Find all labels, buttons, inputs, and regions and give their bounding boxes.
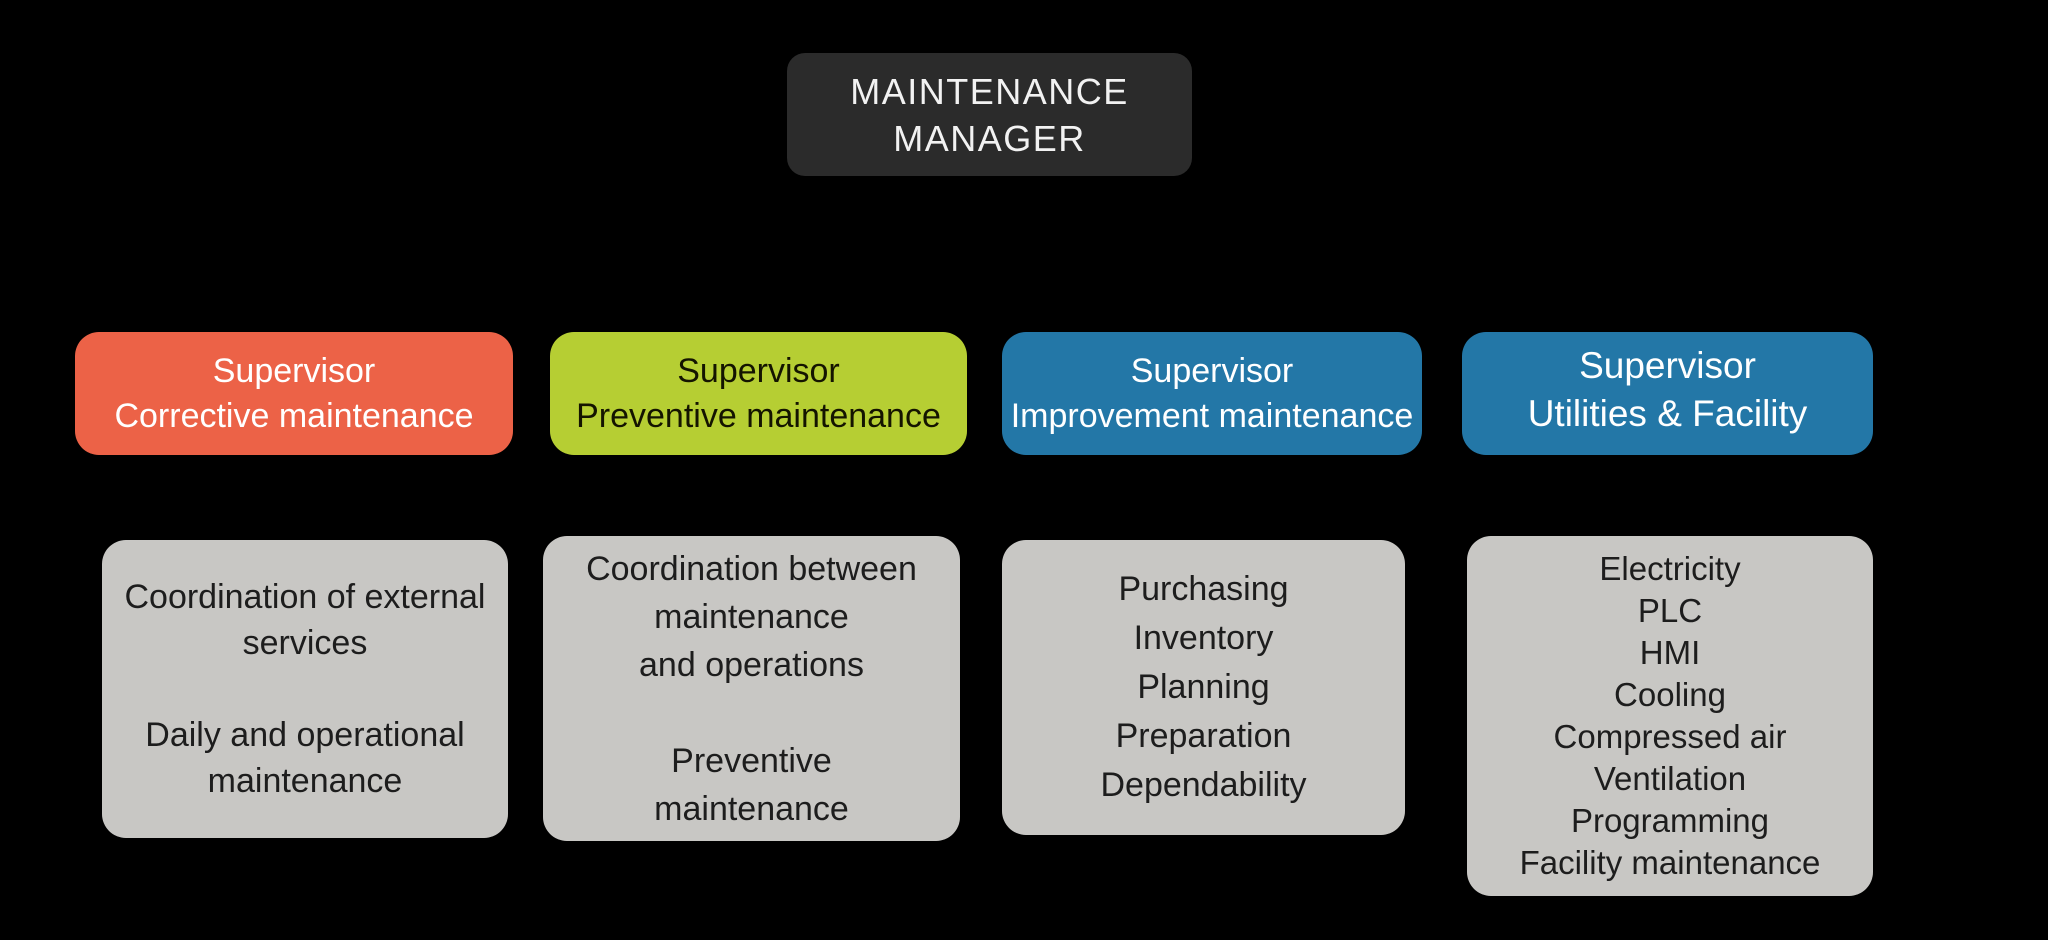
- responsibilities-box-corrective-maintenance: Coordination of external services Daily a…: [102, 540, 508, 838]
- text-line: Daily and operational: [145, 716, 465, 754]
- text-line: Electricity: [1599, 550, 1741, 587]
- text-line: Corrective maintenance: [114, 396, 474, 435]
- text-line: Supervisor: [1579, 344, 1756, 386]
- text-line: HMI: [1639, 634, 1701, 671]
- text-line: maintenance: [207, 762, 403, 800]
- text-line: Inventory: [1133, 619, 1274, 657]
- text-line: Improvement maintenance: [1010, 396, 1414, 435]
- text-line: Dependability: [1100, 766, 1307, 804]
- text-line: Preventive maintenance: [576, 396, 941, 435]
- text-line: services: [242, 624, 368, 662]
- text-line: Programming: [1570, 802, 1770, 839]
- text-line: Preventive: [671, 741, 832, 780]
- text-line: maintenance: [654, 597, 849, 636]
- text-line: MANAGER: [893, 117, 1086, 159]
- text-line: Supervisor: [212, 351, 376, 390]
- manager-box: MAINTENANCE MANAGER: [787, 53, 1192, 176]
- text-line: PLC: [1637, 592, 1703, 629]
- text-line: Coordination of external: [124, 578, 486, 616]
- text-line: Supervisor: [1130, 351, 1294, 390]
- text-line: [300, 666, 309, 712]
- responsibilities-box-preventive-maintenance: Coordination between maintenance and opera…: [543, 536, 960, 841]
- text-line: Ventilation: [1593, 760, 1747, 797]
- text-line: Compressed air: [1553, 718, 1787, 755]
- text-line: MAINTENANCE: [850, 70, 1129, 112]
- text-line: Utilities & Facility: [1527, 392, 1808, 434]
- text-line: and operations: [639, 645, 864, 684]
- text-line: Facility maintenance: [1519, 844, 1821, 881]
- text-line: Supervisor: [677, 351, 840, 390]
- text-line: maintenance: [654, 789, 849, 828]
- text-line: Purchasing: [1118, 570, 1289, 608]
- text-line: Preparation: [1115, 717, 1292, 755]
- text-line: [747, 689, 756, 737]
- text-line: Cooling: [1614, 676, 1726, 713]
- text-line: Planning: [1137, 668, 1270, 706]
- text-line: Coordination between: [586, 549, 917, 588]
